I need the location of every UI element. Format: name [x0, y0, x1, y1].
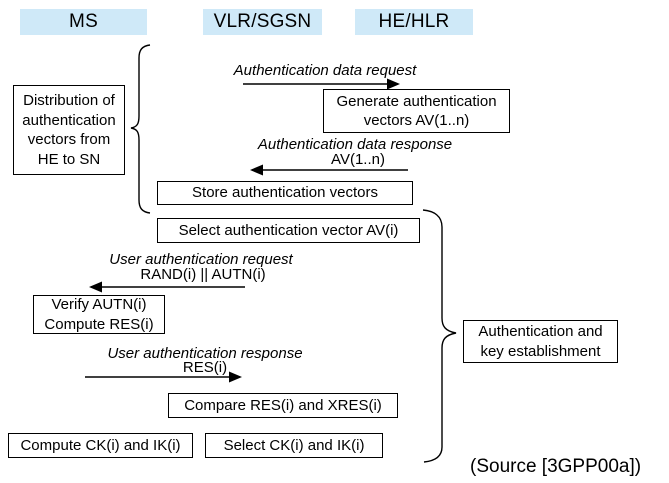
verify-autn-line1: Verify AUTN(i)	[51, 296, 147, 313]
generate-vectors-line2: vectors AV(1..n)	[363, 112, 470, 129]
source-citation: (Source [3GPP00a])	[470, 456, 642, 477]
message-label-auth-data-response: Authentication data response	[257, 136, 453, 153]
right-brace-authentication-phase	[422, 209, 457, 463]
box-verify-autn-compute-res: Verify AUTN(i) Compute RES(i)	[33, 295, 165, 334]
select-ck-ik-label: Select CK(i) and IK(i)	[223, 436, 365, 454]
compare-res-label: Compare RES(i) and XRES(i)	[184, 396, 382, 414]
column-header-ms: MS	[20, 9, 147, 35]
compute-ck-ik-label: Compute CK(i) and IK(i)	[20, 436, 181, 454]
box-compare-res-xres: Compare RES(i) and XRES(i)	[168, 393, 398, 418]
column-header-he-hlr: HE/HLR	[355, 9, 473, 35]
box-select-ck-ik: Select CK(i) and IK(i)	[205, 433, 383, 458]
column-header-he-hlr-label: HE/HLR	[378, 11, 450, 32]
message-param-user-auth-request: RAND(i) || AUTN(i)	[140, 266, 266, 283]
column-header-ms-label: MS	[69, 11, 98, 32]
box-store-authentication-vectors: Store authentication vectors	[157, 181, 413, 205]
distribution-label-line3: vectors from	[27, 131, 111, 148]
box-compute-ck-ik: Compute CK(i) and IK(i)	[8, 433, 193, 458]
message-param-auth-data-response: AV(1..n)	[331, 151, 385, 168]
column-header-vlr-sgsn-label: VLR/SGSN	[213, 11, 312, 32]
distribution-label-line1: Distribution of	[23, 92, 115, 109]
store-vectors-label: Store authentication vectors	[192, 184, 378, 202]
distribution-label-line2: authentication	[22, 111, 116, 129]
generate-vectors-line1: Generate authentication	[336, 92, 497, 110]
message-param-user-auth-response: RES(i)	[182, 359, 228, 376]
box-select-authentication-vector: Select authentication vector AV(i)	[157, 218, 420, 243]
message-label-user-auth-request: User authentication request	[109, 251, 293, 268]
column-header-vlr-sgsn: VLR/SGSN	[203, 9, 322, 35]
auth-key-label-line2: key establishment	[480, 342, 601, 360]
authentication-phase-label-box: Authentication and key establishment	[463, 320, 618, 363]
select-vector-label: Select authentication vector AV(i)	[178, 221, 399, 239]
box-generate-authentication-vectors: Generate authentication vectors AV(1..n)	[323, 89, 510, 133]
message-label-auth-data-request: Authentication data request	[233, 62, 417, 79]
distribution-label-line4: HE to SN	[37, 150, 101, 168]
message-label-user-auth-response: User authentication response	[107, 345, 303, 362]
distribution-phase-label-box: Distribution of authentication vectors f…	[13, 85, 125, 175]
left-brace-distribution-phase	[130, 44, 151, 214]
verify-autn-line2: Compute RES(i)	[44, 315, 154, 333]
auth-key-label-line1: Authentication and	[478, 323, 603, 340]
